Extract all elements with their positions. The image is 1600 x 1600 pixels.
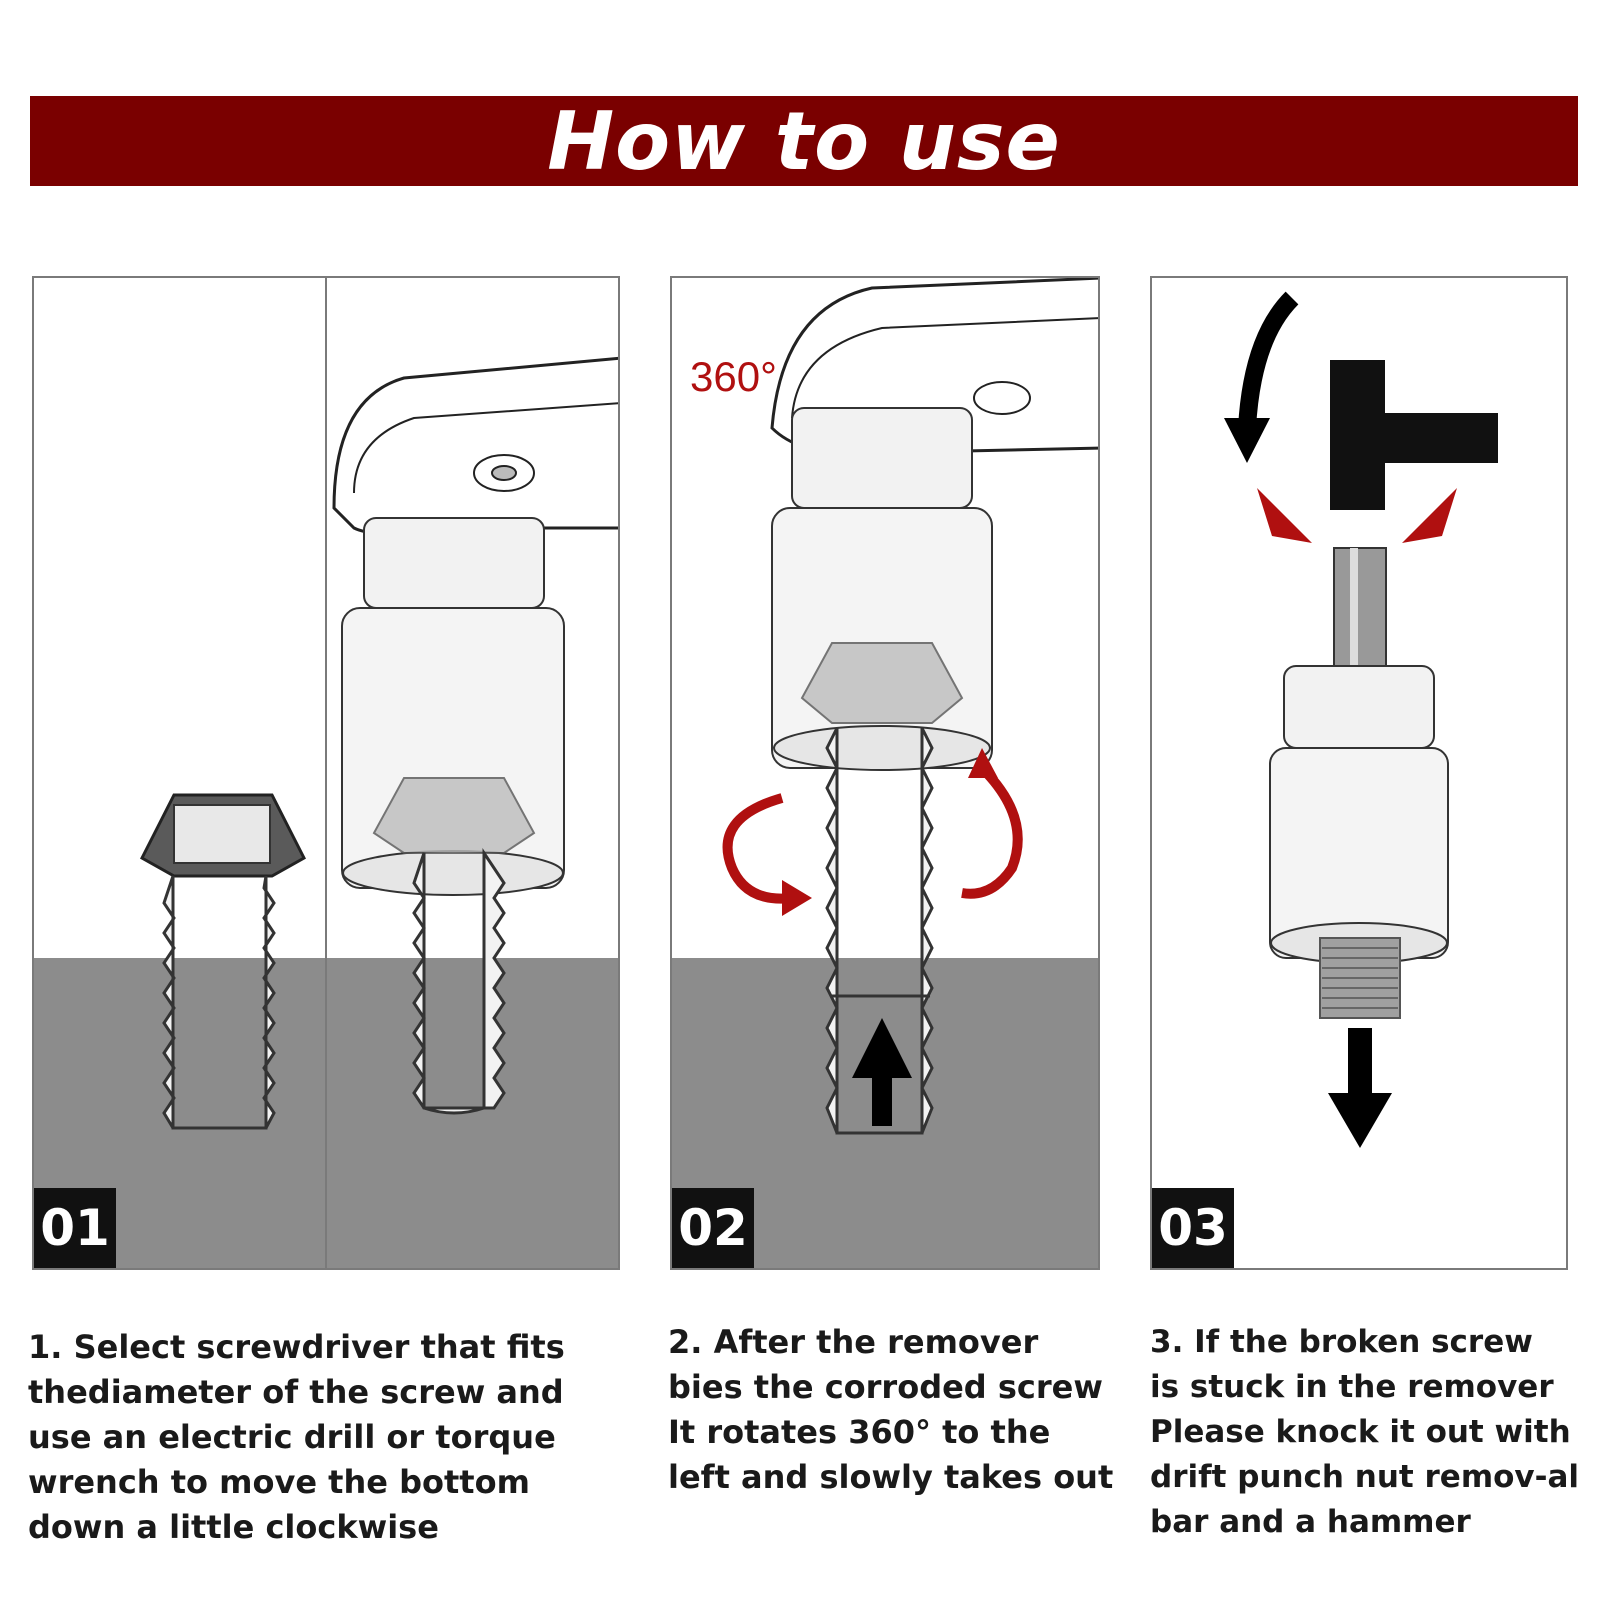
screw-icon (412, 848, 506, 1115)
caption-line: 1. Select screwdriver that fits (28, 1328, 565, 1366)
step-3-caption: 3. If the broken screw is stuck in the r… (1150, 1320, 1579, 1545)
step-3-illustration (1224, 291, 1498, 1148)
caption-line: 3. If the broken screw (1150, 1324, 1533, 1360)
rotation-label: 360° (690, 353, 777, 400)
socket-icon (1269, 665, 1449, 964)
caption-line: drift punch nut remov-al (1150, 1459, 1580, 1495)
curved-down-arrow-icon (1224, 291, 1299, 463)
screw-icon (825, 727, 934, 1135)
drift-punch-icon (1333, 547, 1387, 669)
caption-line: bies the corroded screw (668, 1368, 1103, 1406)
caption-line: 2. After the remover (668, 1323, 1039, 1361)
caption-line: down a little clockwise (28, 1508, 439, 1546)
hammer-icon (1330, 360, 1498, 510)
step-2-panel: 360° 02 (670, 276, 1100, 1270)
caption-line: is stuck in the remover (1150, 1369, 1554, 1405)
impact-mark-icon (1257, 488, 1457, 543)
caption-line: thediameter of the screw and (28, 1373, 564, 1411)
step-1-caption: 1. Select screwdriver that fits thediame… (28, 1325, 565, 1550)
socket-icon (771, 407, 993, 771)
wrench-icon (332, 356, 618, 535)
step-1-illustration (34, 278, 618, 1268)
caption-line: use an electric drill or torque (28, 1418, 556, 1456)
caption-line: Please knock it out with (1150, 1414, 1571, 1450)
caption-line: bar and a hammer (1150, 1504, 1471, 1540)
step-1-number: 01 (34, 1188, 116, 1268)
socket-icon (341, 517, 565, 896)
step-1-panel: 01 (32, 276, 620, 1270)
down-arrow-icon (1328, 1028, 1392, 1148)
bolt-icon (140, 793, 306, 1130)
page-title: How to use (547, 94, 1061, 188)
step-2-illustration (672, 278, 1098, 1268)
step-3-number: 03 (1152, 1188, 1234, 1268)
rotation-arrow-icon (722, 748, 1023, 916)
broken-screw-icon (1319, 937, 1401, 1019)
caption-line: left and slowly takes out (668, 1458, 1114, 1496)
step-2-number: 02 (672, 1188, 754, 1268)
caption-line: wrench to move the bottom (28, 1463, 530, 1501)
caption-line: It rotates 360° to the (668, 1413, 1051, 1451)
step-2-caption: 2. After the remover bies the corroded s… (668, 1320, 1113, 1500)
step-3-panel: 03 (1150, 276, 1568, 1270)
title-banner: How to use (30, 94, 1578, 188)
up-arrow-icon (852, 1018, 912, 1126)
